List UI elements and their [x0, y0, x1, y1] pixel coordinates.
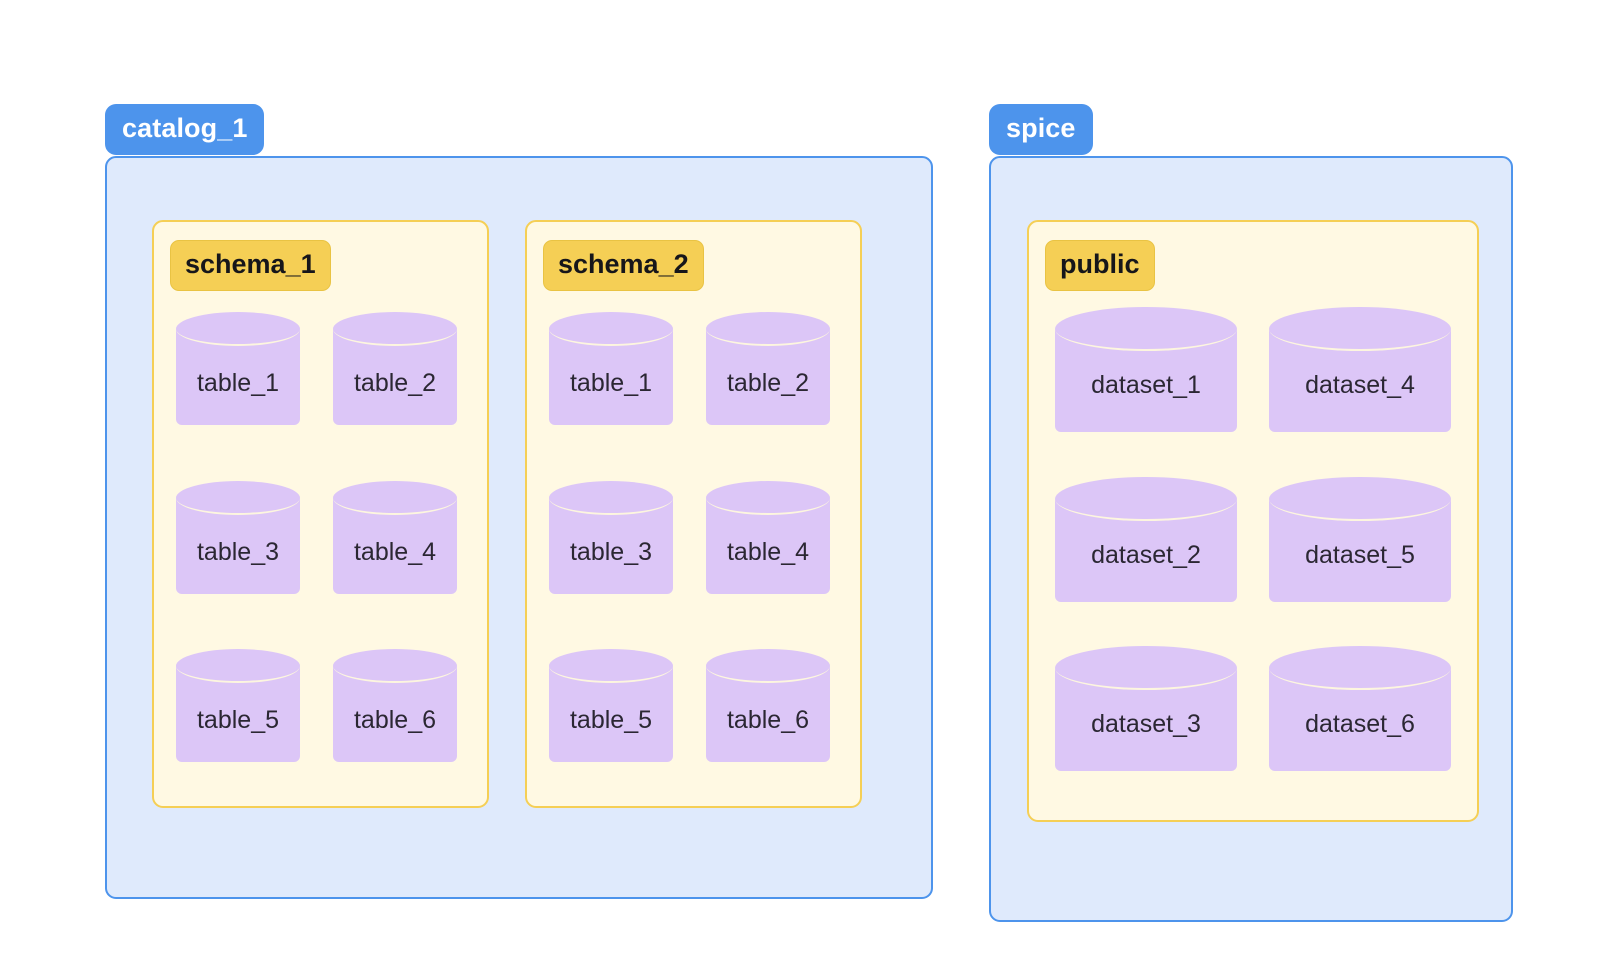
- dataset-cylinder[interactable]: dataset_6: [1269, 646, 1451, 771]
- table-cylinder[interactable]: table_2: [706, 312, 830, 425]
- cylinder-label: dataset_2: [1091, 541, 1201, 569]
- cylinder-label: table_2: [353, 369, 437, 397]
- cylinder-label: table_4: [726, 538, 810, 566]
- schema-1-badge[interactable]: schema_1: [170, 240, 331, 291]
- schema-panel-schema-2: schema_2 table_1 table_2 table_3: [525, 220, 862, 808]
- cylinder-top-ellipse: [706, 649, 830, 683]
- cylinder-label: dataset_3: [1091, 710, 1201, 738]
- table-cylinder[interactable]: table_3: [549, 481, 673, 594]
- cylinder-top-ellipse: [333, 312, 457, 346]
- cylinder-top-ellipse: [549, 481, 673, 515]
- cylinder-top-ellipse: [1269, 477, 1451, 521]
- cylinder-label: table_5: [569, 706, 653, 734]
- cylinder-top-ellipse: [706, 481, 830, 515]
- table-cylinder[interactable]: table_1: [176, 312, 300, 425]
- cylinder-label: table_4: [353, 538, 437, 566]
- table-cylinder[interactable]: table_2: [333, 312, 457, 425]
- table-cylinder[interactable]: table_5: [549, 649, 673, 762]
- dataset-cylinder[interactable]: dataset_5: [1269, 477, 1451, 602]
- cylinder-label: table_3: [196, 538, 280, 566]
- cylinder-label: table_6: [353, 706, 437, 734]
- cylinder-label: dataset_4: [1305, 371, 1415, 399]
- catalog-group-box: schema_1 table_1 table_2 table_3: [105, 156, 933, 899]
- cylinder-top-ellipse: [549, 312, 673, 346]
- table-cylinder[interactable]: table_6: [333, 649, 457, 762]
- catalog-group-badge[interactable]: catalog_1: [105, 104, 265, 155]
- dataset-cylinder[interactable]: dataset_4: [1269, 307, 1451, 432]
- table-cylinder[interactable]: table_6: [706, 649, 830, 762]
- schema-panel-schema-1: schema_1 table_1 table_2 table_3: [152, 220, 489, 808]
- dataset-cylinder[interactable]: dataset_2: [1055, 477, 1237, 602]
- dataset-cylinder[interactable]: dataset_1: [1055, 307, 1237, 432]
- public-badge[interactable]: public: [1045, 240, 1155, 291]
- cylinder-label: table_2: [726, 369, 810, 397]
- cylinder-label: dataset_5: [1305, 541, 1415, 569]
- cylinder-label: dataset_1: [1091, 371, 1201, 399]
- cylinder-top-ellipse: [1055, 646, 1237, 690]
- cylinder-label: table_5: [196, 706, 280, 734]
- spice-group-badge[interactable]: spice: [989, 104, 1093, 155]
- cylinder-label: dataset_6: [1305, 710, 1415, 738]
- cylinder-top-ellipse: [1269, 646, 1451, 690]
- cylinder-top-ellipse: [706, 312, 830, 346]
- table-cylinder[interactable]: table_4: [706, 481, 830, 594]
- cylinder-top-ellipse: [1055, 477, 1237, 521]
- cylinder-top-ellipse: [1269, 307, 1451, 351]
- cylinder-top-ellipse: [176, 649, 300, 683]
- table-cylinder[interactable]: table_4: [333, 481, 457, 594]
- cylinder-top-ellipse: [333, 649, 457, 683]
- schema-panel-public: public dataset_1 dataset_4 dataset_2: [1027, 220, 1479, 822]
- cylinder-label: table_6: [726, 706, 810, 734]
- schema-2-badge[interactable]: schema_2: [543, 240, 704, 291]
- spice-group: spice public dataset_1 dataset_4: [989, 104, 1513, 922]
- cylinder-label: table_1: [196, 369, 280, 397]
- cylinder-top-ellipse: [333, 481, 457, 515]
- cylinder-label: table_1: [569, 369, 653, 397]
- spice-group-box: public dataset_1 dataset_4 dataset_2: [989, 156, 1513, 922]
- cylinder-top-ellipse: [176, 481, 300, 515]
- table-cylinder[interactable]: table_1: [549, 312, 673, 425]
- table-cylinder[interactable]: table_3: [176, 481, 300, 594]
- table-cylinder[interactable]: table_5: [176, 649, 300, 762]
- cylinder-label: table_3: [569, 538, 653, 566]
- dataset-cylinder[interactable]: dataset_3: [1055, 646, 1237, 771]
- cylinder-top-ellipse: [1055, 307, 1237, 351]
- cylinder-top-ellipse: [549, 649, 673, 683]
- catalog-group: catalog_1 schema_1 table_1 table_2: [105, 104, 933, 900]
- cylinder-top-ellipse: [176, 312, 300, 346]
